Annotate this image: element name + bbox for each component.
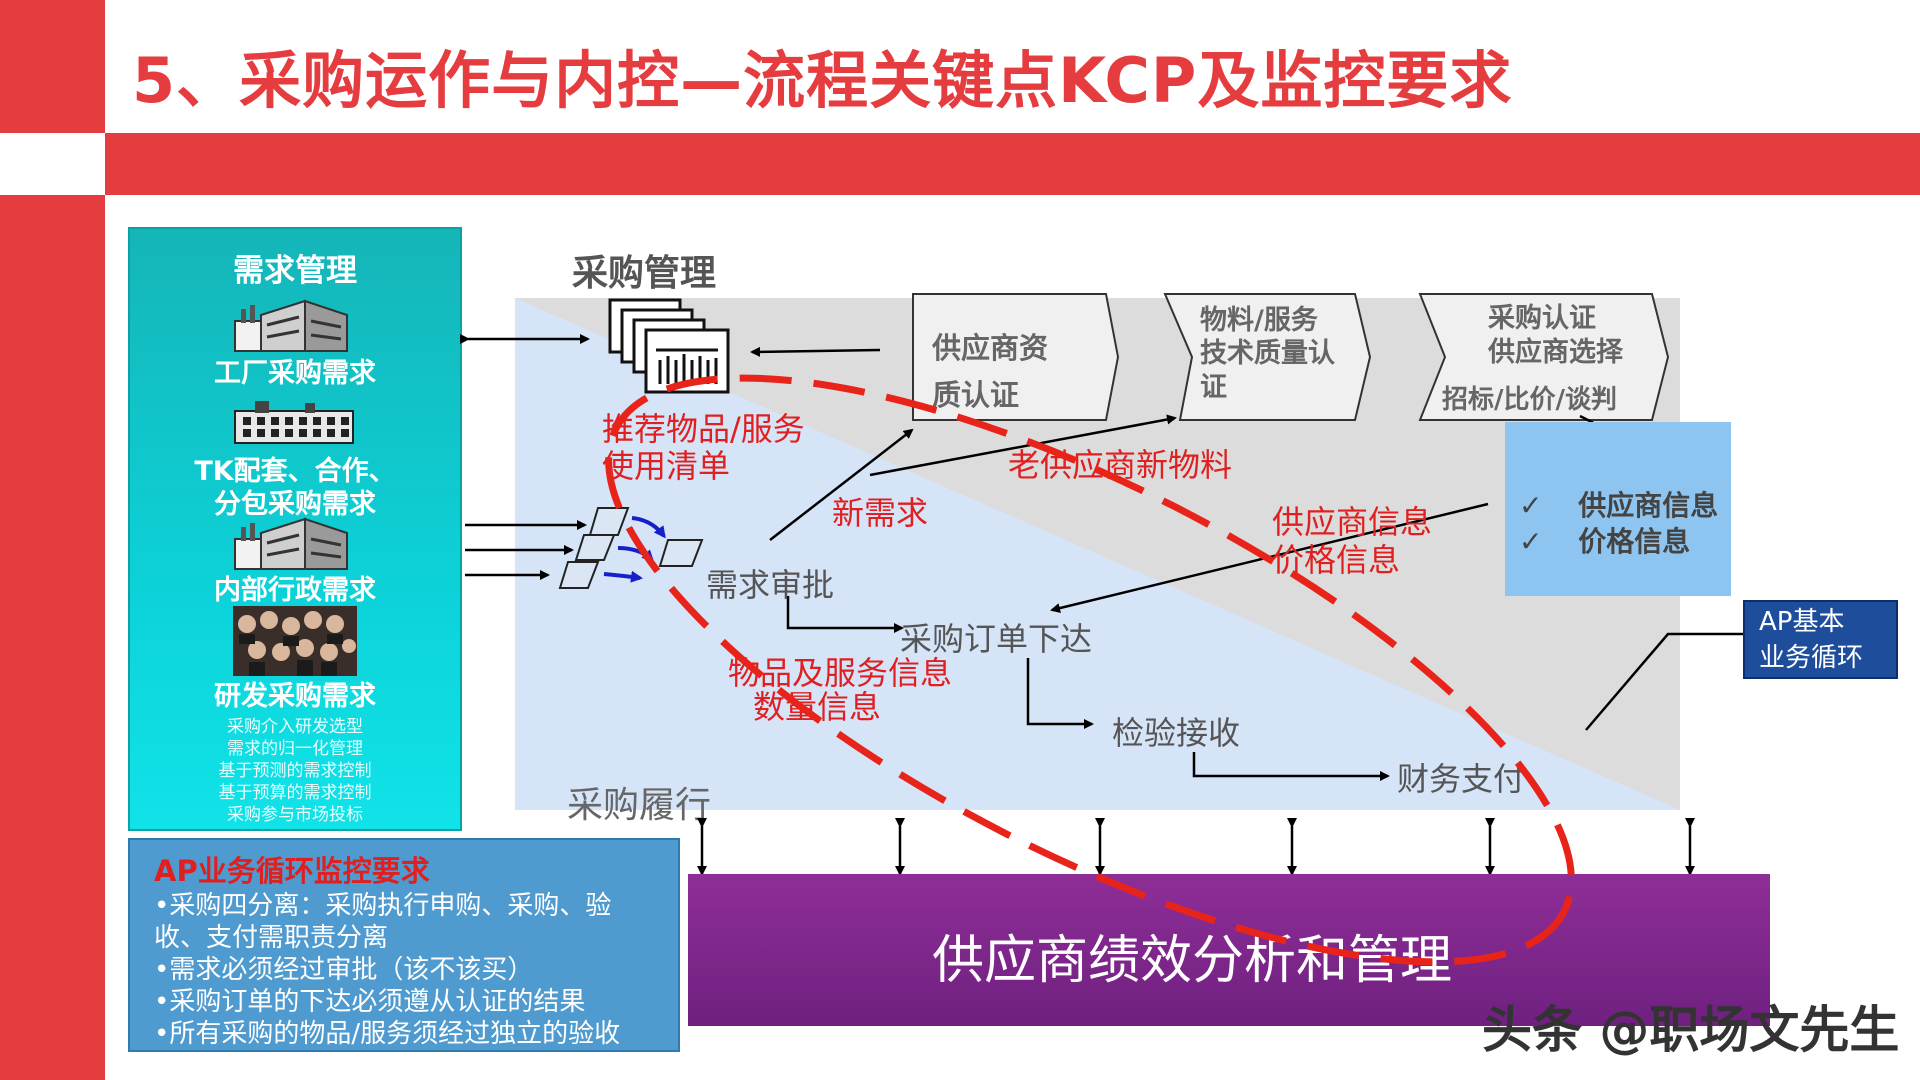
step-payment: 财务支付 (1397, 760, 1526, 798)
old-supplier-new-material-label: 老供应商新物料 (1008, 446, 1233, 484)
chevron-3-line3: 招标/比价/谈判 (1442, 385, 1617, 415)
supplier-performance-label: 供应商绩效分析和管理 (932, 931, 1453, 991)
recommend-list-line2: 使用清单 (602, 447, 731, 485)
factory-icon (234, 517, 348, 570)
rd-note-3: 基于预测的需求控制 (218, 761, 372, 781)
supplier-info-item-1: 供应商信息 (1578, 489, 1719, 522)
rd-note-4: 基于预算的需求控制 (218, 783, 372, 803)
arrow-to-documents (750, 346, 881, 357)
factory-demand-label: 工厂采购需求 (214, 358, 376, 389)
chevron-2-line1: 物料/服务 (1200, 305, 1318, 336)
ap-basic-cycle-box: AP基本 业务循环 (1743, 600, 1898, 679)
arrow-po-to-inspection (1026, 658, 1094, 729)
admin-demand-label: 内部行政需求 (214, 575, 376, 606)
ap-box-line1: AP基本 (1759, 607, 1845, 637)
supplier-info-label: 供应商信息 (1272, 503, 1433, 541)
step-demand-approval: 需求审批 (706, 566, 835, 604)
monitoring-line-4: •采购订单的下达必须遵从认证的结果 (154, 987, 586, 1017)
monitoring-title: AP业务循环监控要求 (154, 854, 430, 888)
tk-demand-label-line2: 分包采购需求 (214, 489, 376, 520)
industrial-building-icon (234, 401, 354, 444)
ap-box-line2: 业务循环 (1759, 643, 1864, 673)
team-photo-icon (233, 606, 357, 676)
watermark: 头条 @职场文先生 (1482, 1001, 1900, 1059)
recommend-list-line1: 推荐物品/服务 (602, 410, 805, 448)
chevron-2-line3: 证 (1200, 372, 1227, 403)
title-underline-bar (105, 133, 1920, 195)
chevron-2-line2: 技术质量认 (1200, 338, 1335, 369)
slide-title: 5、采购运作与内控—流程关键点KCP及监控要求 (132, 44, 1513, 117)
monitoring-line-3: •需求必须经过审批（该不该买） (154, 955, 534, 985)
demand-panel-header: 需求管理 (233, 253, 357, 289)
demand-management-panel: 需求管理 (128, 227, 462, 831)
chevron-1-line1: 供应商资 (932, 331, 1049, 365)
chevron-1-line2: 质认证 (932, 378, 1020, 412)
monitoring-line-5: •所有采购的物品/服务须经过独立的验收 (154, 1019, 621, 1049)
step-inspection: 检验接收 (1112, 714, 1241, 752)
price-info-label: 价格信息 (1272, 541, 1401, 579)
arrow-inspection-to-payment (1192, 752, 1390, 781)
monitoring-line-1: •采购四分离：采购执行申购、采购、验 (154, 891, 612, 921)
tk-demand-label-line1: TK配套、合作、 (194, 456, 396, 487)
monitoring-line-2: 收、支付需职责分离 (154, 923, 389, 953)
check-icon: ✓ (1519, 489, 1543, 522)
document-stack-icon (608, 298, 730, 394)
ap-cycle-connector (1585, 632, 1743, 731)
demand-panel-icons (233, 299, 357, 676)
rd-note-5: 采购参与市场投标 (227, 805, 363, 825)
factory-icon (234, 299, 348, 352)
procurement-management-label: 采购管理 (572, 253, 717, 294)
rd-note-2: 需求的归一化管理 (227, 739, 363, 759)
supplier-info-item-2: 价格信息 (1578, 525, 1691, 558)
goods-info-label: 物品及服务信息 (728, 654, 953, 692)
quantity-info-label: 数量信息 (753, 688, 882, 726)
rd-note-1: 采购介入研发选型 (227, 717, 363, 737)
supplier-info-box: ✓ 供应商信息 ✓ 价格信息 (1505, 422, 1731, 596)
left-strip-gap (0, 133, 105, 195)
ap-monitoring-requirements-box: AP业务循环监控要求 •采购四分离：采购执行申购、采购、验 收、支付需职责分离 … (128, 838, 680, 1052)
chevron-3-line2: 供应商选择 (1488, 337, 1623, 368)
new-demand-label: 新需求 (832, 494, 929, 532)
check-icon: ✓ (1519, 525, 1543, 558)
chevron-3-line1: 采购认证 (1488, 303, 1596, 334)
rd-demand-label: 研发采购需求 (214, 681, 376, 712)
